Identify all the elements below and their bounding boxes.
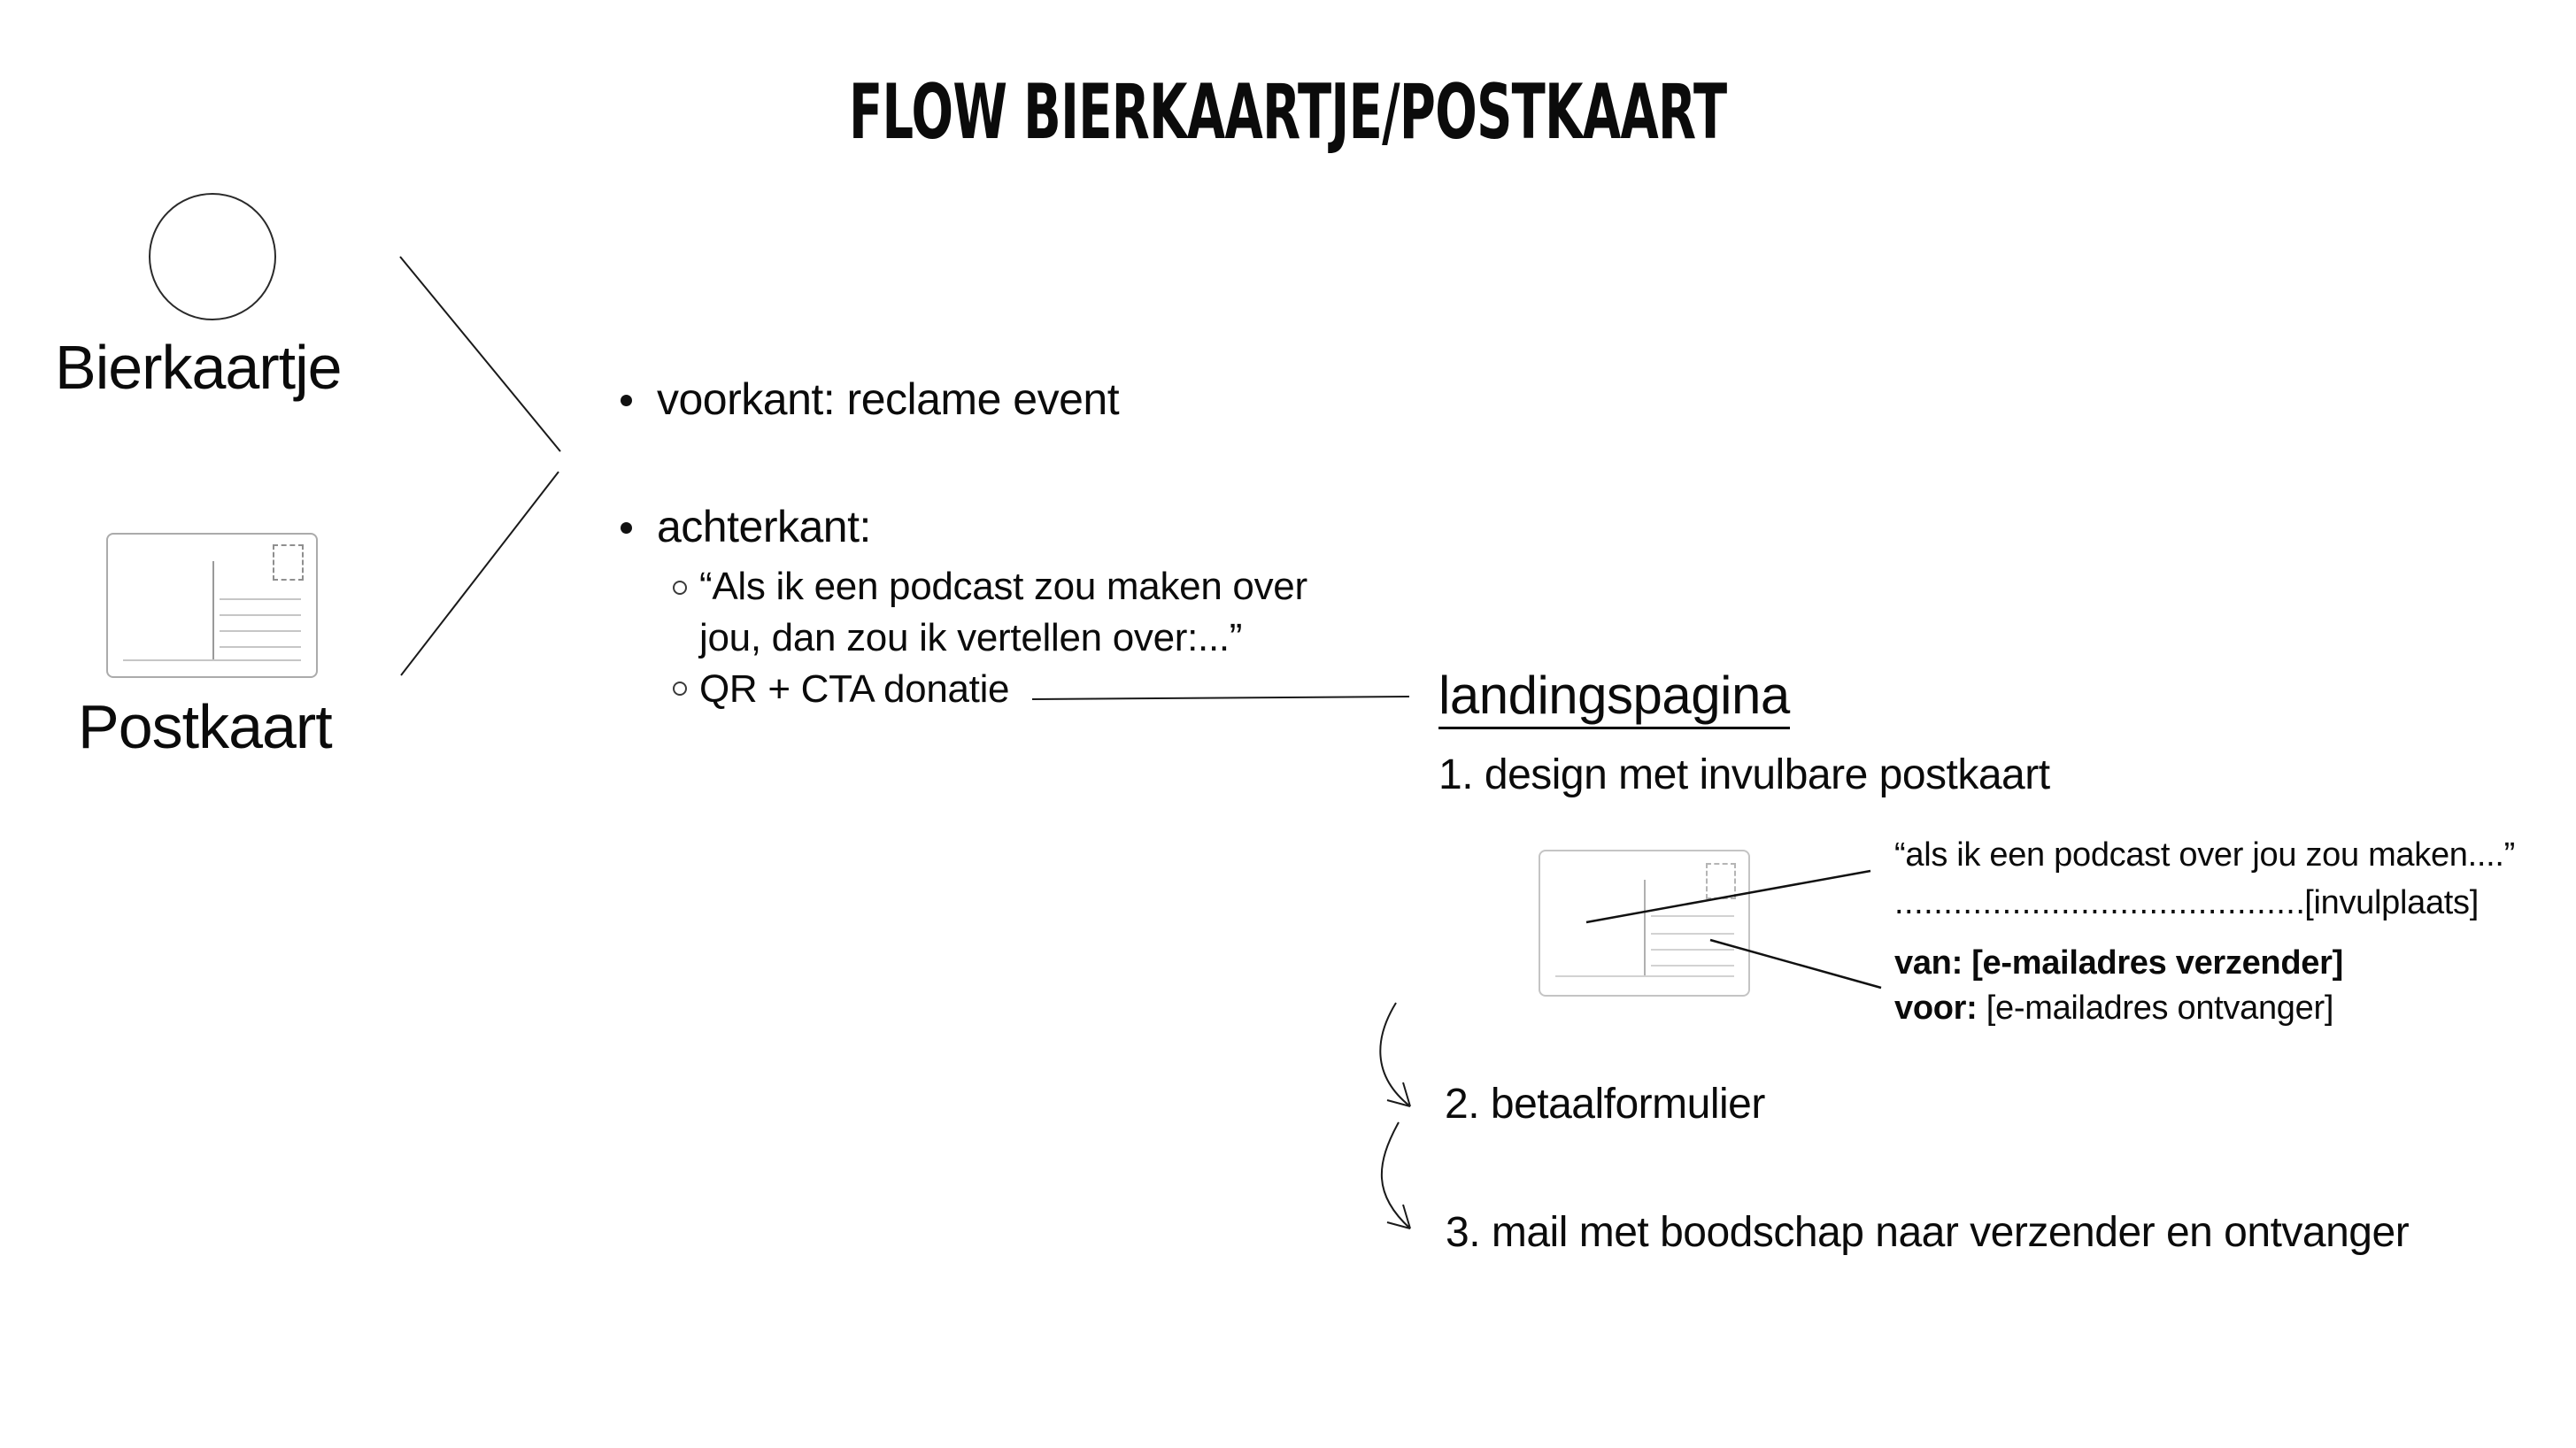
address-line xyxy=(220,630,301,632)
sub-bullet-marker xyxy=(673,682,687,696)
annotation-voor: voor: [e-mailadres ontvanger] xyxy=(1894,990,2479,1028)
message-line xyxy=(1555,975,1734,977)
postcard-divider-line xyxy=(212,561,214,659)
sub-bullet-quote-line1: “Als ik een podcast zou maken over xyxy=(699,565,1307,608)
bullet-marker xyxy=(621,522,632,534)
dotted-leader: ........................................… xyxy=(1894,885,2305,921)
message-line xyxy=(123,659,301,661)
bierkaartje-circle-icon xyxy=(149,193,276,320)
step-1: 1. design met invulbare postkaart xyxy=(1438,751,2050,798)
postcard-divider-line xyxy=(1644,880,1646,975)
connector-line-landing xyxy=(1031,696,1410,700)
branch-line-bottom xyxy=(400,471,559,676)
van-value: [e-mailadres verzender] xyxy=(1962,944,2343,982)
landing-postcard-icon xyxy=(1539,850,1750,997)
address-line xyxy=(220,598,301,600)
bierkaartje-label: Bierkaartje xyxy=(55,333,343,402)
sub-bullet-quote: “Als ik een podcast zou maken over jou, … xyxy=(699,561,1307,664)
postkaart-icon xyxy=(106,533,318,678)
annotation-quote: “als ik een podcast over jou zou maken..… xyxy=(1894,836,2516,874)
voor-label: voor: xyxy=(1894,990,1978,1027)
annotation-van: van: [e-mailadres verzender] xyxy=(1894,944,2479,982)
bullet-marker xyxy=(621,395,632,406)
van-label: van: xyxy=(1894,944,1963,982)
sub-bullet-quote-line2: jou, dan zou ik vertellen over:...” xyxy=(699,616,1243,659)
landing-heading: landingspagina xyxy=(1438,669,1790,729)
flow-arrow-1-icon xyxy=(1379,1002,1411,1107)
address-line xyxy=(1651,933,1734,935)
postkaart-label: Postkaart xyxy=(78,692,333,761)
address-line xyxy=(220,646,301,648)
sub-bullet-marker xyxy=(673,581,687,595)
address-line xyxy=(1651,949,1734,951)
branch-line-top xyxy=(399,256,561,452)
stamp-icon xyxy=(273,544,304,581)
annotation-invulplaats-line: ........................................… xyxy=(1894,884,2479,922)
voor-value: [e-mailadres ontvanger] xyxy=(1977,990,2334,1027)
address-line xyxy=(1651,965,1734,967)
bullet-achterkant: achterkant: xyxy=(657,502,871,551)
invulplaats-placeholder: [invulplaats] xyxy=(2304,884,2479,921)
step-2: 2. betaalformulier xyxy=(1445,1081,1765,1128)
address-line xyxy=(220,614,301,616)
stamp-icon xyxy=(1706,863,1736,899)
page-title: FLOW BIERKAARTJE/POSTKAART xyxy=(849,68,1727,157)
flow-arrow-2-icon xyxy=(1380,1121,1411,1229)
step-3: 3. mail met boodschap naar verzender en … xyxy=(1446,1209,2410,1256)
bullet-voorkant: voorkant: reclame event xyxy=(657,374,1120,424)
address-line xyxy=(1651,915,1734,917)
sub-bullet-qr-cta: QR + CTA donatie xyxy=(699,667,1010,711)
